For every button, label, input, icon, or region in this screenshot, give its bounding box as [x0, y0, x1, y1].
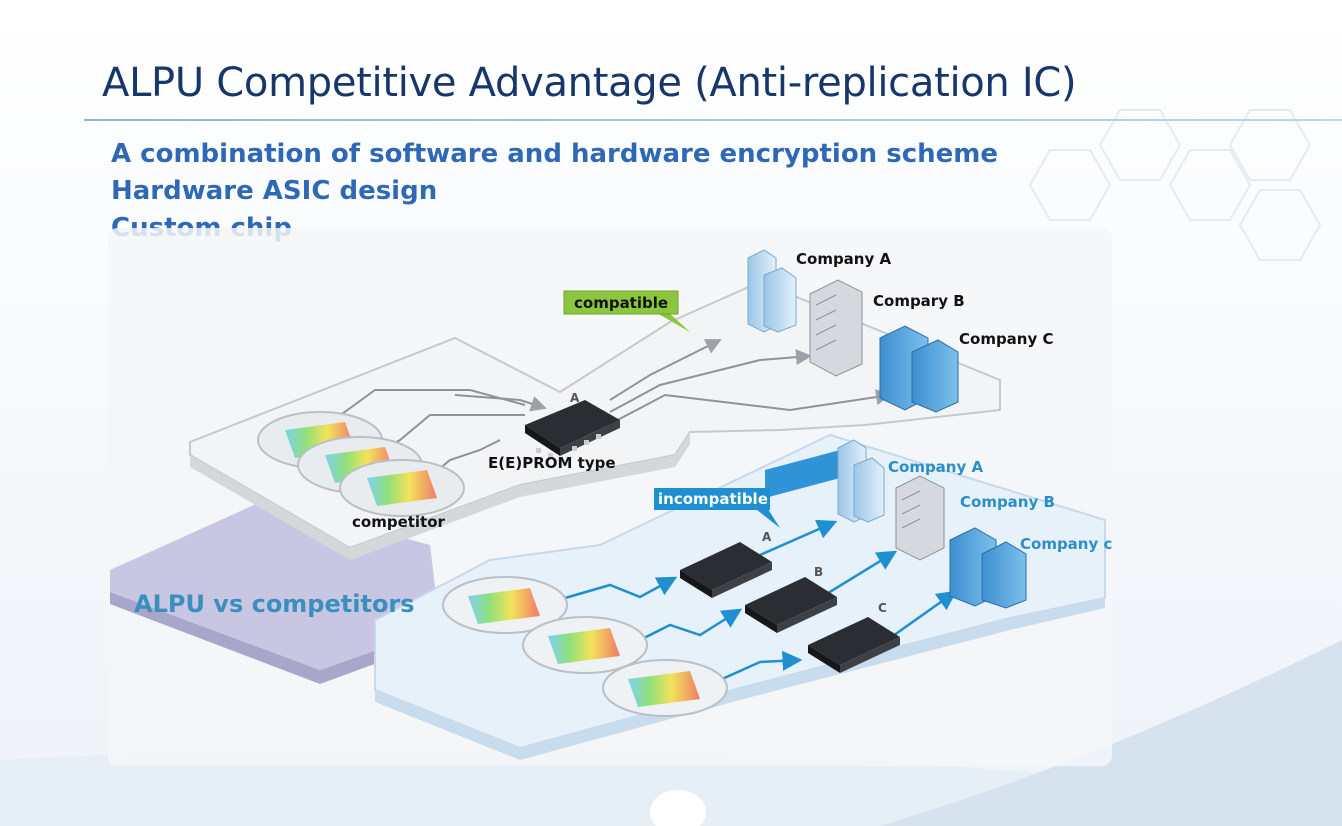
lower-company-a: Company A	[888, 458, 983, 476]
lower-chip-letter: A	[762, 530, 772, 544]
lower-wafers	[442, 576, 728, 717]
upper-company-c: Company C	[959, 330, 1054, 348]
lower-chip-c	[808, 617, 900, 673]
upper-company-a: Company A	[796, 250, 891, 268]
building-icon	[949, 527, 1027, 609]
compatible-tag-text: compatible	[574, 294, 668, 312]
caption-text: ALPU vs competitors	[134, 590, 415, 618]
building-icon	[837, 439, 885, 523]
slide-title: ALPU Competitive Advantage (Anti-replica…	[102, 60, 1077, 106]
building-icon	[879, 325, 959, 413]
lower-company-b: Company B	[960, 493, 1055, 511]
compatible-tag: compatible	[563, 290, 690, 332]
hexagon-decoration	[1028, 109, 1322, 261]
lower-chip-letter: C	[878, 601, 887, 615]
lower-chip-b	[745, 577, 837, 633]
lower-circuit-lines	[564, 519, 958, 682]
lower-chip-a	[680, 542, 772, 598]
building-icon	[895, 475, 945, 561]
bullet-item: Hardware ASIC design	[111, 176, 438, 206]
title-divider	[84, 119, 1342, 121]
upper-chip-letter: A	[570, 391, 580, 405]
upper-chip	[525, 400, 620, 458]
upper-company-b: Compary B	[873, 292, 965, 310]
incompatible-tag-text: incompatible	[658, 490, 768, 508]
upper-wafers	[257, 411, 465, 517]
incompatible-tag: incompatible	[654, 488, 780, 528]
lower-company-c: Company c	[1020, 535, 1112, 553]
building-icon	[809, 279, 863, 377]
lower-chip-letter: B	[814, 565, 823, 579]
building-icon	[747, 249, 797, 333]
upper-chip-label: E(E)PROM type	[488, 454, 616, 472]
bullet-item: A combination of software and hardware e…	[111, 139, 998, 169]
upper-source-label: competitor	[352, 513, 446, 531]
